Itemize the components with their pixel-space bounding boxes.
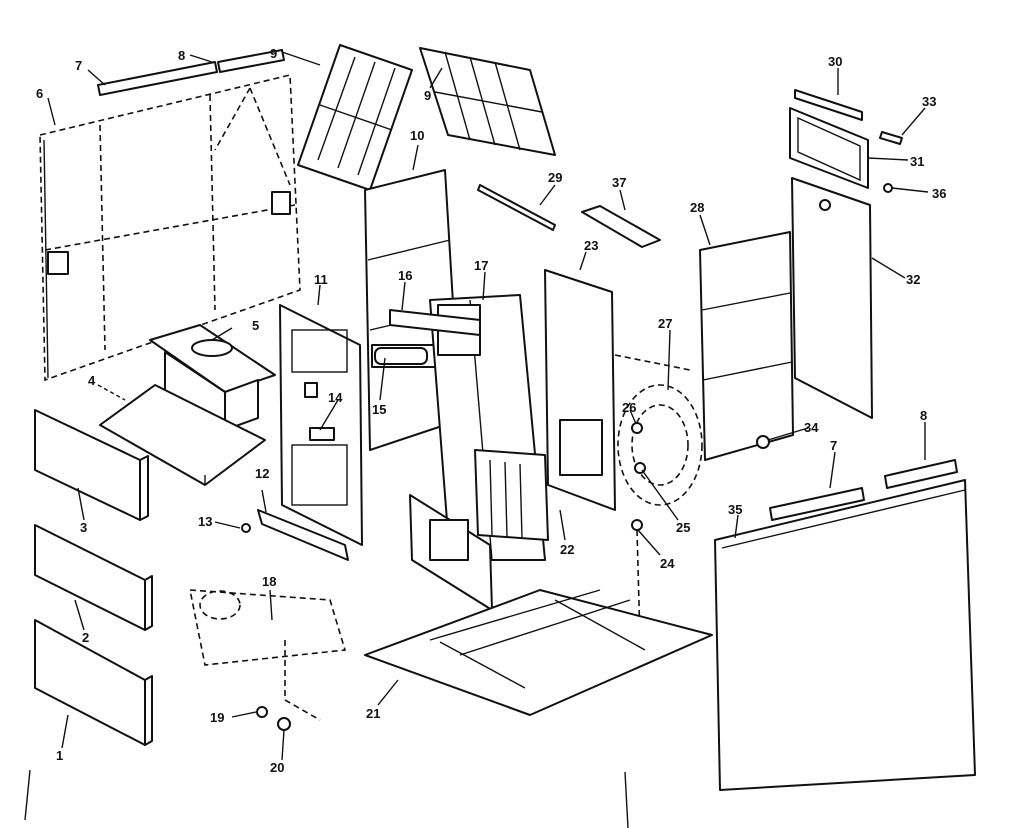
control-panel-part-11 (279, 304, 363, 546)
label-17: 17 (474, 258, 488, 273)
fitting-part-20 (277, 717, 291, 731)
label-14: 14 (328, 390, 343, 405)
label-28: 28 (690, 200, 704, 215)
mount-part-26 (631, 422, 643, 434)
door-panel-part-3 (34, 409, 149, 521)
label-34: 34 (804, 420, 819, 435)
grommet-part-34 (756, 435, 770, 449)
label-9-left: 9 (270, 46, 277, 61)
side-panel-part-23 (544, 269, 616, 511)
top-strip-part-7-left (97, 61, 218, 96)
label-8-right: 8 (920, 408, 927, 423)
label-29: 29 (548, 170, 562, 185)
label-20: 20 (270, 760, 284, 775)
bracket-part-12 (257, 509, 349, 561)
label-18: 18 (262, 574, 276, 589)
door-panel-part-1 (34, 619, 153, 746)
label-27: 27 (658, 316, 672, 331)
base-pan-part-21 (364, 589, 713, 716)
front-plate-part-22 (409, 494, 493, 611)
label-1: 1 (56, 748, 63, 763)
heat-exchanger-part-17 (389, 294, 549, 561)
label-24: 24 (660, 556, 675, 571)
rod-part-29 (477, 184, 556, 231)
label-9-right: 9 (424, 88, 431, 103)
label-15: 15 (372, 402, 386, 417)
upper-door-part-32 (791, 177, 873, 419)
blower-part-27 (614, 354, 703, 506)
door-panel-part-2 (34, 524, 153, 631)
label-25: 25 (676, 520, 690, 535)
gas-valve-part-18 (189, 589, 347, 721)
label-13: 13 (198, 514, 212, 529)
label-2: 2 (82, 630, 89, 645)
top-strip-part-8-left (217, 49, 285, 73)
label-21: 21 (366, 706, 380, 721)
label-26: 26 (622, 400, 636, 415)
label-4: 4 (88, 373, 96, 388)
front-panel-part-35 (714, 479, 976, 791)
label-33: 33 (922, 94, 936, 109)
screw-part-13 (241, 523, 251, 533)
top-strip-part-7-right (769, 487, 865, 521)
latch-part-36 (883, 183, 893, 193)
label-8-left: 8 (178, 48, 185, 63)
shelf-part-4 (99, 384, 266, 486)
clip-part-33 (879, 131, 903, 145)
frame-part-31 (789, 107, 869, 189)
top-strip-part-8-right (884, 459, 958, 489)
label-36: 36 (932, 186, 946, 201)
label-12: 12 (255, 466, 269, 481)
top-rail-part-30 (794, 89, 863, 121)
blower-tray-part-5 (149, 324, 276, 431)
fitting-part-19 (256, 706, 268, 718)
label-31: 31 (910, 154, 924, 169)
filter-part-9-right (419, 47, 556, 156)
label-37: 37 (612, 175, 626, 190)
label-6: 6 (36, 86, 43, 101)
label-23: 23 (584, 238, 598, 253)
label-5: 5 (252, 318, 259, 333)
label-22: 22 (560, 542, 574, 557)
label-32: 32 (906, 272, 920, 287)
duct-panel-part-28 (699, 231, 794, 461)
filter-part-9-left (297, 44, 413, 191)
label-35: 35 (728, 502, 742, 517)
rear-frame-part-6 (39, 73, 301, 382)
label-16: 16 (398, 268, 412, 283)
label-11: 11 (314, 272, 328, 287)
label-7-left: 7 (75, 58, 82, 73)
label-19: 19 (210, 710, 224, 725)
label-7-right: 7 (830, 438, 837, 453)
label-10: 10 (410, 128, 424, 143)
label-30: 30 (828, 54, 842, 69)
burner-part-15 (374, 347, 428, 365)
label-3: 3 (80, 520, 87, 535)
channel-part-37 (581, 205, 661, 248)
part-labels: 7 8 9 9 6 10 29 37 28 30 33 31 36 32 5 4… (36, 46, 946, 775)
leader-lines (47, 51, 929, 761)
